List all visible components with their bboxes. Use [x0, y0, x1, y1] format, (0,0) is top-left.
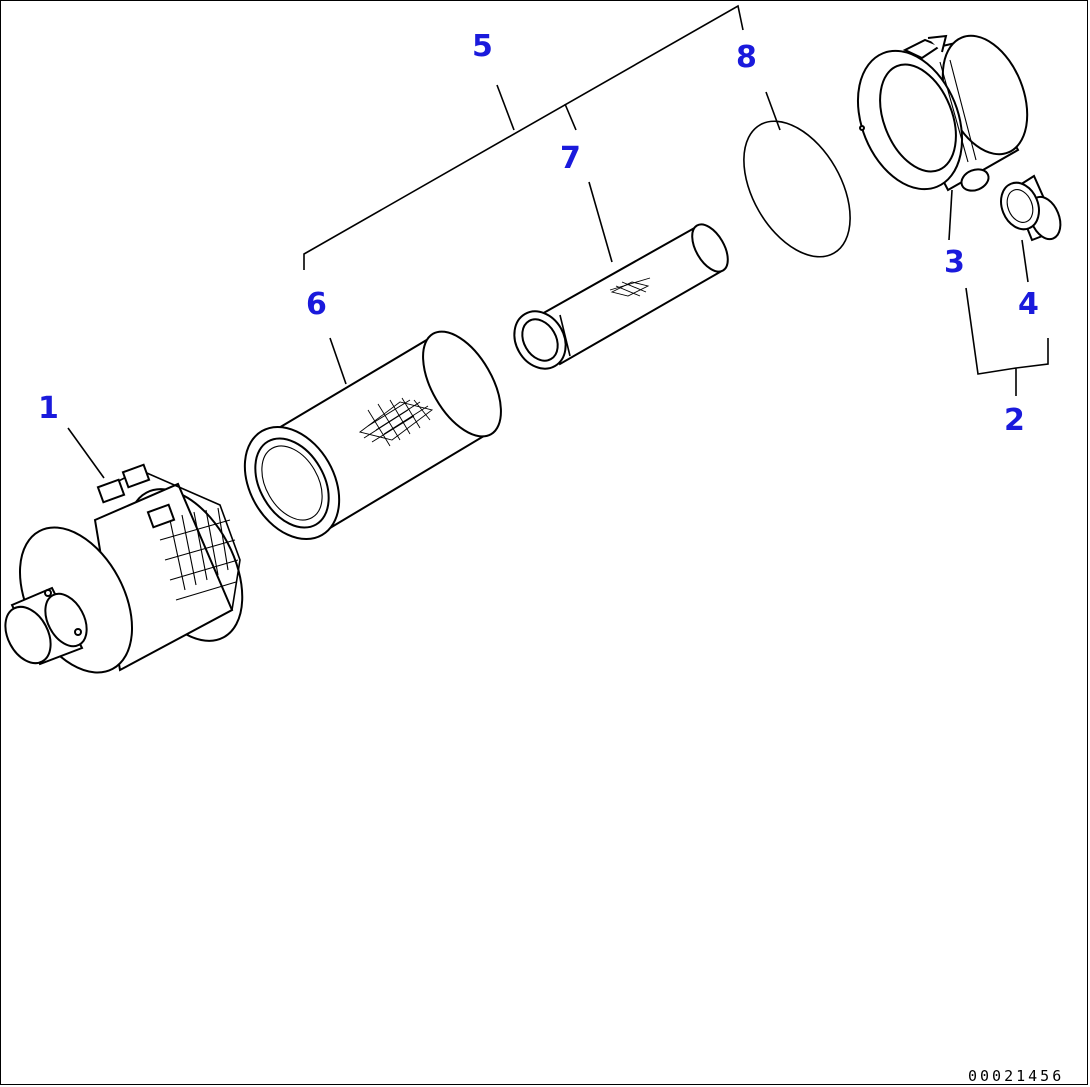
- callout-6: 6: [306, 287, 327, 322]
- part-6-outer-element: [243, 330, 502, 541]
- callout-8: 8: [736, 40, 757, 75]
- callout-5: 5: [472, 29, 493, 64]
- outer-element-mesh-pattern: [358, 397, 434, 447]
- part-3-cover: [856, 34, 1029, 192]
- part-8-o-ring: [743, 120, 851, 258]
- drawing-number: 00021456: [968, 1067, 1064, 1085]
- callout-4: 4: [1018, 287, 1039, 322]
- callout-1: 1: [38, 391, 59, 426]
- leader-lines: [67, 4, 1049, 479]
- part-4-evacuator-valve: [1000, 174, 1062, 242]
- callout-2: 2: [1004, 403, 1025, 438]
- part-1-air-cleaner-body: [4, 463, 244, 674]
- part-7-inner-element: [513, 223, 729, 370]
- callout-7: 7: [560, 141, 581, 176]
- inner-element-mesh-pattern: [609, 277, 651, 297]
- callout-3: 3: [944, 245, 965, 280]
